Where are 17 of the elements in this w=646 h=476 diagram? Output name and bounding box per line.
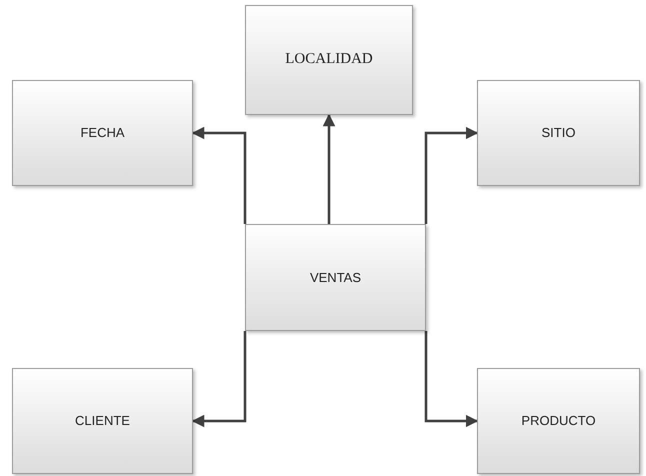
entity-label: VENTAS — [310, 268, 362, 287]
entity-label: FECHA — [80, 124, 125, 142]
entity-box — [245, 224, 426, 331]
entity-box — [12, 368, 193, 474]
entity-label: PRODUCTO — [521, 412, 596, 430]
arrow — [192, 126, 246, 224]
arrow — [192, 331, 246, 428]
arrow — [424, 331, 478, 428]
entity-box — [477, 80, 640, 186]
entity-label: SITIO — [542, 124, 576, 142]
entity-box — [245, 5, 413, 115]
entity-label: CLIENTE — [75, 412, 130, 430]
entity-box — [12, 80, 193, 186]
arrow — [424, 126, 478, 224]
entity-label: LOCALIDAD — [285, 50, 373, 69]
entity-box — [477, 368, 640, 474]
arrow — [322, 114, 336, 224]
